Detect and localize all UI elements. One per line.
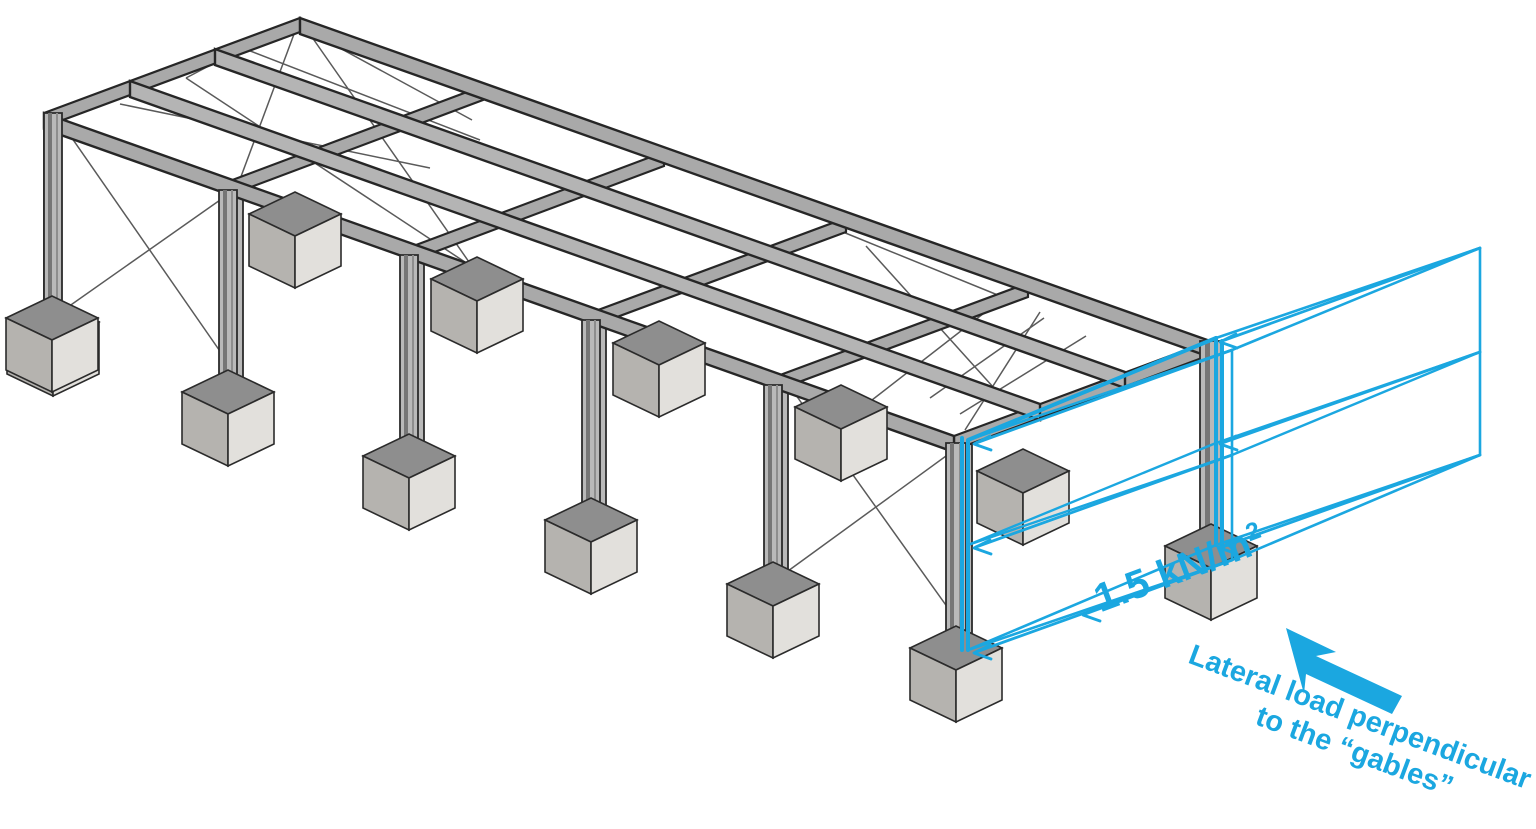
column-group-back xyxy=(43,112,973,641)
footing-front-3 xyxy=(362,433,456,531)
diagram-canvas: 1.5 kN/m2 Lateral load perpendicular to … xyxy=(5,16,1536,804)
column-front-3 xyxy=(399,254,419,457)
column-front-1 xyxy=(43,112,63,323)
column-front-5 xyxy=(763,384,783,585)
lateral-load-annotation xyxy=(960,246,1482,714)
steel-frame-structure xyxy=(5,16,1258,723)
load-arrows xyxy=(972,246,1482,661)
footing-front-5 xyxy=(726,561,820,659)
column-front-4 xyxy=(581,319,601,521)
column-front-2 xyxy=(218,189,238,393)
footing-front-4 xyxy=(544,497,638,595)
footing-front-2 xyxy=(181,369,275,467)
structure-illustration xyxy=(5,16,1482,723)
lateral-load-arrow-icon xyxy=(1286,628,1402,714)
